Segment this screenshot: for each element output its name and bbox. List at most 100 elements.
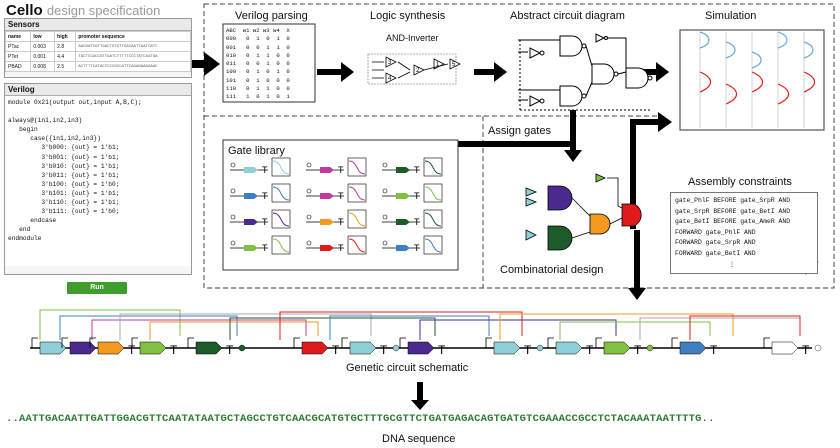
promoter — [547, 337, 554, 348]
pipeline-dashed-box — [203, 3, 835, 289]
label-simulation: Simulation — [705, 10, 757, 22]
gate-cell: T — [382, 183, 443, 203]
gene-part: T — [187, 337, 246, 357]
app-title: Cello design specification — [6, 2, 161, 19]
gene-arrow — [396, 167, 410, 173]
gate-cell: T — [306, 183, 367, 203]
cds-arrow — [555, 341, 583, 355]
svg-text:T: T — [414, 217, 420, 227]
gate-cell: T — [306, 235, 367, 255]
truth-table-box — [222, 23, 316, 103]
response-curve — [424, 160, 442, 175]
regulation-wire — [39, 309, 181, 340]
rbs — [814, 344, 822, 352]
gene-arrow — [244, 167, 258, 173]
gene-part: T — [131, 337, 178, 357]
run-button[interactable]: Run — [67, 282, 127, 294]
sim-red-curve — [751, 71, 764, 93]
promoter — [61, 337, 68, 348]
cds-arrow — [301, 341, 329, 355]
sim-blue-curve — [751, 51, 762, 69]
sensor-seq: ACTTTTCATACTCCCGCCATTCAGAGAAGAAAC — [75, 61, 191, 72]
sim-blue-curve — [725, 41, 736, 59]
svg-text:T: T — [262, 217, 268, 227]
sim-blue-curve — [803, 41, 814, 59]
gene-arrow — [244, 245, 258, 251]
regulation-wire — [59, 315, 238, 340]
gate-cell: T — [230, 235, 291, 255]
verilog-panel: Verilog module 0x21(output out,input A,B… — [4, 83, 192, 275]
regulation-wire — [119, 313, 372, 340]
verilog-title: Verilog — [5, 84, 191, 96]
sensors-title: Sensors — [5, 19, 191, 31]
cds-arrow — [493, 341, 521, 355]
aig-node: 5 — [449, 58, 461, 70]
aig-node-label: 3 — [388, 60, 392, 66]
regulation-wire — [639, 317, 801, 340]
svg-text:T: T — [414, 165, 420, 175]
cds-arrow — [679, 341, 707, 355]
gene-arrow — [396, 193, 410, 199]
cds-arrow — [195, 341, 223, 355]
terminator: T — [226, 343, 234, 357]
response-curve — [424, 186, 442, 201]
sim-blue-curve — [777, 31, 788, 49]
svg-text:T: T — [262, 191, 268, 201]
gene-part: T — [485, 337, 544, 357]
gate-cell: T — [230, 209, 291, 229]
promoter — [187, 337, 194, 348]
svg-text:T: T — [414, 243, 420, 253]
gene-arrow — [320, 193, 334, 199]
svg-text:T: T — [262, 165, 268, 175]
regulation-wire — [149, 321, 319, 340]
regulation-wire — [279, 311, 523, 340]
label-dna-sequence: DNA sequence — [382, 433, 456, 445]
regulation-wire — [329, 315, 490, 340]
gate-cell: T — [382, 235, 443, 255]
svg-text:T: T — [414, 191, 420, 201]
cds-arrow — [69, 341, 97, 355]
truth-table: ABC w1 w2 w3 w4 X 000 0 1 0 1 0 001 0 0 … — [226, 27, 290, 101]
response-curve — [272, 212, 290, 227]
terminator: T — [586, 343, 594, 357]
combinatorial-circuit — [525, 173, 642, 251]
aig-node-label: 5 — [452, 62, 456, 68]
regulation-wire — [229, 317, 436, 340]
sim-red-curve — [725, 83, 738, 105]
label-assembly-constraints: Assembly constraints — [688, 176, 792, 188]
label-abstract-circuit: Abstract circuit diagram — [510, 10, 625, 22]
gene-arrow — [320, 219, 334, 225]
terminator: T — [380, 343, 388, 357]
gene-arrow — [396, 219, 410, 225]
aig-node: 3 — [385, 56, 397, 68]
gene-part: T — [341, 337, 400, 357]
arrow-to-dna — [411, 382, 429, 410]
gene-part: T — [399, 337, 446, 357]
response-curve — [424, 238, 442, 253]
terminator: T — [128, 343, 136, 357]
promoter — [595, 337, 602, 348]
gene-part: T — [547, 337, 594, 357]
svg-text:T: T — [338, 165, 344, 175]
simulation-plot — [679, 29, 825, 131]
gene-part: T — [671, 337, 718, 357]
regulation-wire — [91, 319, 307, 340]
verilog-code-editor[interactable]: module 0x21(output out,input A,B,C); alw… — [5, 96, 191, 266]
response-curve — [348, 238, 366, 253]
gene-arrow — [244, 219, 258, 225]
arrow-spec-to-pipeline — [192, 52, 220, 76]
gene-arrow — [320, 245, 334, 251]
abstract-circuit — [518, 33, 653, 111]
sim-red-curve — [777, 83, 790, 105]
rbs — [392, 344, 400, 352]
cds-arrow — [39, 341, 67, 355]
cds-arrow — [139, 341, 167, 355]
arrow-gate-library-to-assign — [458, 110, 582, 162]
response-curve — [348, 186, 366, 201]
svg-text:T: T — [338, 217, 344, 227]
gate-cell: T — [382, 157, 443, 177]
